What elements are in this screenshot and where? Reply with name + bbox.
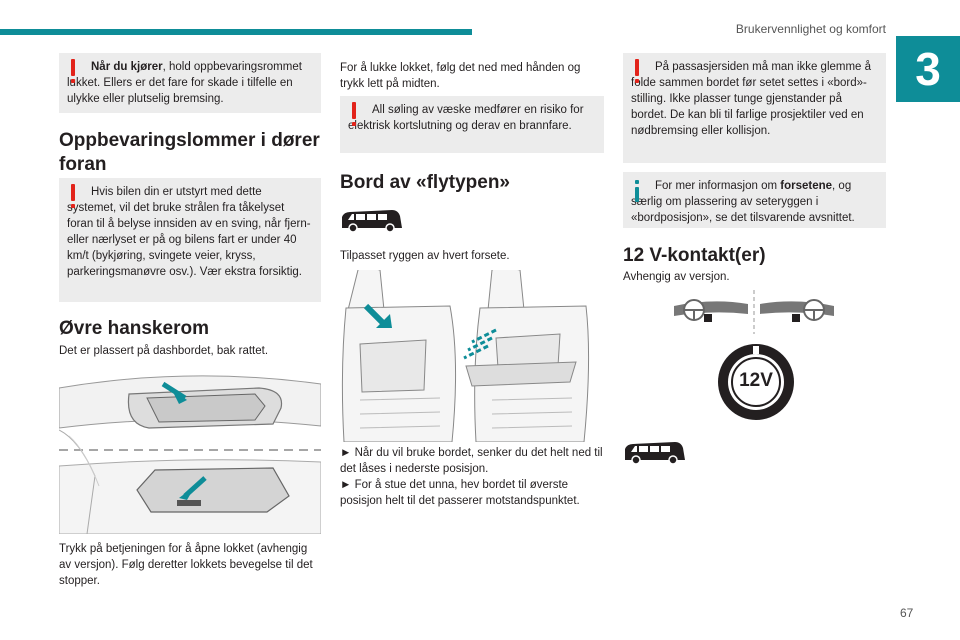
heading-12v-socket: 12 V-kontakt(er)	[623, 245, 766, 266]
heading-door-pockets: Oppbevaringslommer i dører foran	[59, 130, 320, 175]
info-icon	[633, 178, 641, 204]
table-description: Tilpasset ryggen av hvert forsete.	[340, 250, 510, 262]
warning-icon	[69, 184, 77, 210]
socket-label: 12V	[739, 370, 773, 391]
table-step-stow: ► For å stue det unna, hev bordet til øv…	[340, 479, 580, 507]
page-number: 67	[900, 606, 914, 620]
heading-airline-table: Bord av «flytypen»	[340, 172, 510, 193]
warning-icon	[69, 59, 77, 85]
seat-table-illustration	[340, 270, 590, 442]
section-title: Brukervennlighet og komfort	[735, 22, 886, 36]
warning-icon	[350, 102, 358, 128]
van-icon	[342, 210, 402, 233]
van-icon	[625, 442, 685, 465]
dashboard-position-icons	[674, 290, 834, 334]
table-step-lower: ► Når du vil bruke bordet, senker du det…	[340, 447, 603, 475]
heading-upper-glovebox: Øvre hanskerom	[59, 318, 209, 339]
rhd-dashboard-icon	[760, 299, 834, 322]
lhd-dashboard-icon	[674, 299, 748, 322]
close-lid-text: For å lukke lokket, følg det ned med hån…	[340, 62, 581, 90]
header-accent-bar	[0, 29, 472, 35]
info-note-seats: For mer informasjon om forsetene, og sær…	[623, 172, 886, 228]
version-text: Avhengig av versjon.	[623, 271, 730, 283]
warning-note-spill: All søling av væske medfører en risiko f…	[340, 96, 604, 153]
warning-note-cornering: Hvis bilen din er utstyrt med dette syst…	[59, 178, 321, 302]
glovebox-caption: Trykk på betjeningen for å åpne lokket (…	[59, 543, 313, 587]
warning-icon	[633, 59, 641, 85]
glovebox-illustration	[59, 366, 321, 534]
socket-12v-icon: 12V	[716, 342, 796, 422]
glovebox-location-text: Det er plassert på dashbordet, bak ratte…	[59, 345, 269, 357]
chapter-badge: 3	[896, 36, 960, 102]
warning-note-passenger: På passasjersiden må man ikke glemme å f…	[623, 53, 886, 163]
warning-note-driving: Når du kjører, hold oppbevaringsrommet l…	[59, 53, 321, 113]
